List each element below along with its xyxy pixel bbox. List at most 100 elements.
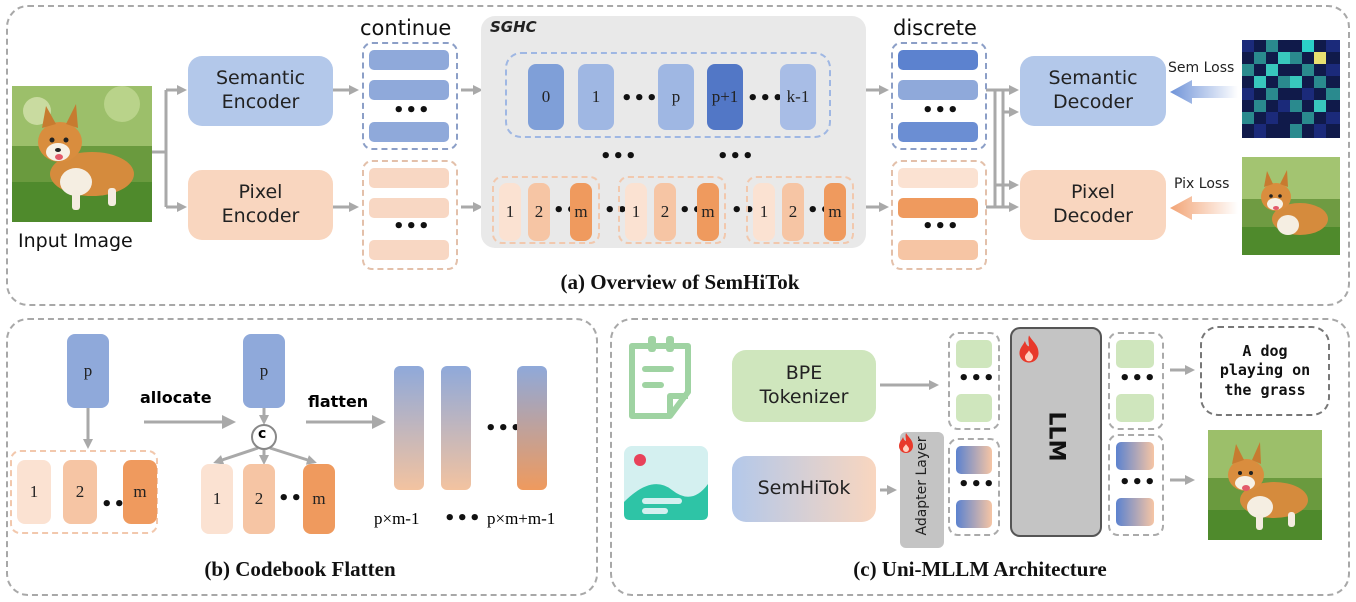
fire-icon	[899, 433, 913, 453]
bpe-tokenizer-label: BPE Tokenizer	[759, 362, 849, 408]
discrete-pixel-bar	[898, 240, 978, 260]
panel-a-arrows	[152, 80, 1238, 220]
image-icon	[624, 446, 708, 520]
allocate-label: allocate	[140, 388, 212, 407]
sem-loss-label: Sem Loss	[1168, 60, 1235, 76]
flatten-label: flatten	[308, 392, 369, 411]
ellipsis: •••	[621, 88, 659, 109]
image-token	[956, 446, 992, 474]
pixel-decoder-label: Pixel Decoder	[1053, 181, 1133, 227]
input-dog-image	[12, 86, 152, 222]
flatten-child-2: 2	[63, 460, 97, 524]
flatten-parent-code: p	[67, 334, 109, 408]
ellipsis: •••	[958, 368, 996, 389]
flattened-code	[394, 366, 424, 490]
ellipsis: ••	[101, 494, 127, 515]
discrete-pixel-bar	[898, 198, 978, 218]
allocated-parent-code: p	[243, 334, 285, 408]
pixel-code-m: m	[824, 183, 846, 241]
allocated-child-1: 1	[201, 464, 233, 534]
output-image-token	[1116, 442, 1154, 470]
flatten-child-1: 1	[17, 460, 51, 524]
discrete-pixel-bar	[898, 168, 978, 188]
semhitok-label: SemHiTok	[757, 477, 851, 500]
discrete-label: discrete	[893, 16, 977, 40]
discrete-semantic-bar	[898, 122, 978, 142]
discrete-semantic-features	[891, 42, 987, 150]
bpe-tokenizer-block: BPE Tokenizer	[732, 350, 876, 422]
semantic-code-p: p	[658, 64, 694, 130]
pixel-code-1: 1	[753, 183, 775, 241]
ellipsis: •••	[485, 418, 523, 439]
output-text: A dog playing on the grass	[1219, 341, 1311, 399]
ellipsis: •••	[1119, 368, 1157, 389]
ellipsis: •••	[747, 88, 785, 109]
ellipsis: •••	[444, 508, 482, 529]
pixel-encoder-block: Pixel Encoder	[188, 170, 333, 240]
adapter-layer-label: Adapter Layer	[914, 436, 930, 536]
continue-semantic-bar	[369, 50, 449, 70]
pixel-code-2: 2	[654, 183, 676, 241]
continue-pixel-bar	[369, 168, 449, 188]
continue-pixel-bar	[369, 198, 449, 218]
semantic-decoder-label: Semantic Decoder	[1048, 67, 1138, 113]
pixel-code-m: m	[570, 183, 592, 241]
ellipsis: •••	[393, 100, 431, 121]
continue-pixel-features	[362, 160, 458, 270]
index-right-label: p×m+m-1	[487, 509, 556, 528]
pixel-encoder-label: Pixel Encoder	[221, 181, 300, 227]
flatten-child-m: m	[123, 460, 157, 524]
llm-label: LLM	[1043, 411, 1069, 462]
index-left-label: p×m-1	[374, 509, 420, 528]
caption-uni-mllm: (c) Uni-MLLM Architecture	[853, 557, 1107, 581]
discrete-semantic-bar	[898, 50, 978, 70]
panel-overview	[6, 5, 1350, 306]
pixel-code-1: 1	[499, 183, 521, 241]
semantic-encoder-block: Semantic Encoder	[188, 56, 333, 126]
semantic-encoder-label: Semantic Encoder	[215, 67, 306, 113]
allocated-child-m: m	[303, 464, 335, 534]
ellipsis: •••	[600, 146, 638, 167]
semantic-feature-map	[1242, 40, 1340, 138]
continue-semantic-bar	[369, 80, 449, 100]
pixel-subcodebook-2	[618, 176, 726, 244]
semantic-code-1: 1	[578, 64, 614, 130]
text-token	[956, 394, 992, 422]
pixel-subcodebook-1	[492, 176, 600, 244]
text-token-group	[948, 332, 1000, 430]
caption-overview: (a) Overview of SemHiTok	[560, 270, 800, 294]
image-token-group	[948, 438, 1000, 536]
allocated-child-2: 2	[243, 464, 275, 534]
flattened-code	[517, 366, 547, 490]
ellipsis: •••	[958, 474, 996, 495]
semantic-decoder-block: Semantic Decoder	[1020, 56, 1166, 126]
ellipsis: •••	[1119, 472, 1157, 493]
fire-icon	[1019, 335, 1039, 363]
semantic-code-p-plus-1: p+1	[707, 64, 743, 130]
image-token	[956, 500, 992, 528]
continue-semantic-bar	[369, 122, 449, 142]
sghc-label: SGHC	[490, 18, 537, 36]
input-image-label: Input Image	[18, 230, 133, 252]
panel-codebook-flatten	[6, 318, 598, 596]
text-token	[956, 340, 992, 368]
ellipsis: ••	[731, 200, 757, 221]
ellipsis: •••	[922, 100, 960, 121]
output-image-token	[1116, 498, 1154, 526]
continue-semantic-features	[362, 42, 458, 150]
output-text-bubble: A dog playing on the grass	[1200, 326, 1330, 416]
output-dog-image	[1208, 430, 1322, 540]
ellipsis: •••	[393, 216, 431, 237]
concat-label: c	[258, 426, 267, 442]
panel-c-arrows	[880, 365, 1195, 495]
output-text-token	[1116, 340, 1154, 368]
pix-loss-label: Pix Loss	[1174, 176, 1230, 192]
output-image-token-group	[1108, 434, 1164, 536]
discrete-pixel-features	[891, 160, 987, 270]
panel-b-arrows	[83, 408, 386, 465]
flattened-code	[441, 366, 471, 490]
pixel-code-2: 2	[528, 183, 550, 241]
semantic-code-k-minus-1: k-1	[780, 64, 816, 130]
caption-codebook-flatten: (b) Codebook Flatten	[204, 557, 396, 581]
semantic-codebook	[505, 52, 831, 138]
